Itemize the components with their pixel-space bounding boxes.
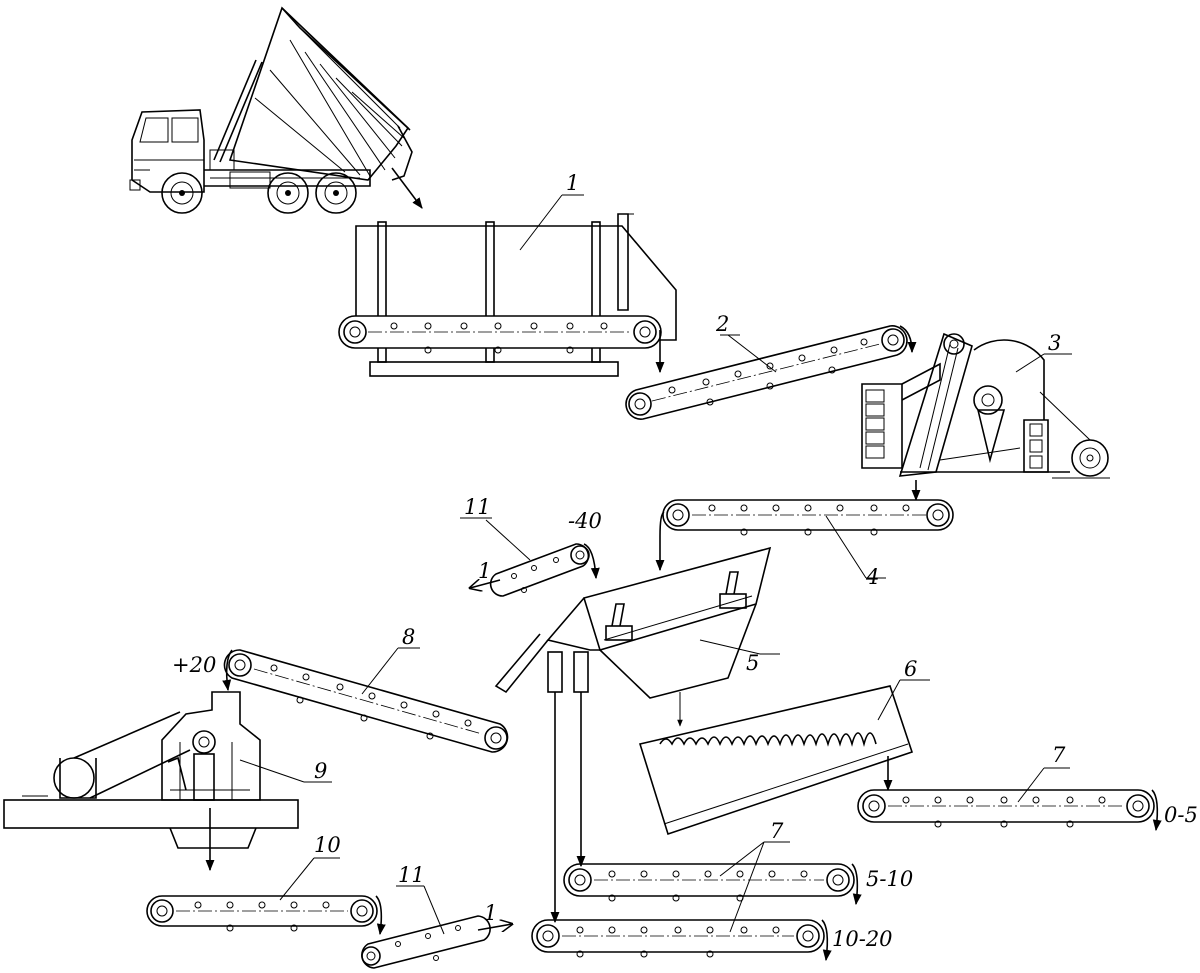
fraction-10-20: 10-20 (832, 927, 893, 951)
fraction-0-5: 0-5 (1164, 803, 1198, 827)
label-conveyor-7-medium: 7 (770, 819, 784, 843)
label-conveyor-11-bottom: 11 (398, 863, 425, 887)
classifier-6: 6 (638, 657, 930, 836)
label-to-1-top: 1 (478, 559, 491, 583)
conveyor-4: 4 (655, 499, 954, 589)
conveyor-11-bottom: 11 1 (361, 863, 512, 969)
jaw-crusher-3: 3 (861, 331, 1110, 502)
fraction-5-10: 5-10 (866, 867, 913, 891)
label-to-1-bottom: 1 (484, 901, 497, 925)
feeder-1: 1 (338, 171, 677, 377)
conveyor-7-medium: 5-10 (563, 692, 913, 906)
fraction-minus-40: -40 (568, 509, 602, 533)
label-screen: 5 (746, 651, 759, 675)
label-conveyor-2: 2 (715, 312, 729, 336)
label-conveyor-11-top: 11 (464, 495, 491, 519)
conveyor-7-coarse: 10-20 7 (531, 692, 893, 962)
label-classifier: 6 (904, 657, 917, 681)
conveyor-2: 2 (625, 312, 917, 420)
label-feeder: 1 (566, 171, 579, 195)
label-crusher-9: 9 (314, 759, 327, 783)
label-conveyor-7-fine: 7 (1052, 743, 1066, 767)
vibrating-screen-5: 5 (494, 546, 780, 727)
label-conveyor-8: 8 (402, 625, 415, 649)
fraction-plus-20: +20 (172, 653, 216, 677)
label-conveyor-10: 10 (314, 833, 341, 857)
conveyor-10: 10 (146, 833, 386, 936)
conveyor-8: 8 +20 (172, 625, 509, 753)
dump-truck (129, 6, 423, 214)
label-jaw-crusher: 3 (1048, 331, 1061, 355)
label-conveyor-4: 4 (865, 565, 879, 589)
cone-crusher-9: 9 (3, 691, 332, 872)
conveyor-11-top: 11 1 -40 (460, 495, 602, 597)
conveyor-7-fine: 7 0-5 (857, 743, 1198, 832)
